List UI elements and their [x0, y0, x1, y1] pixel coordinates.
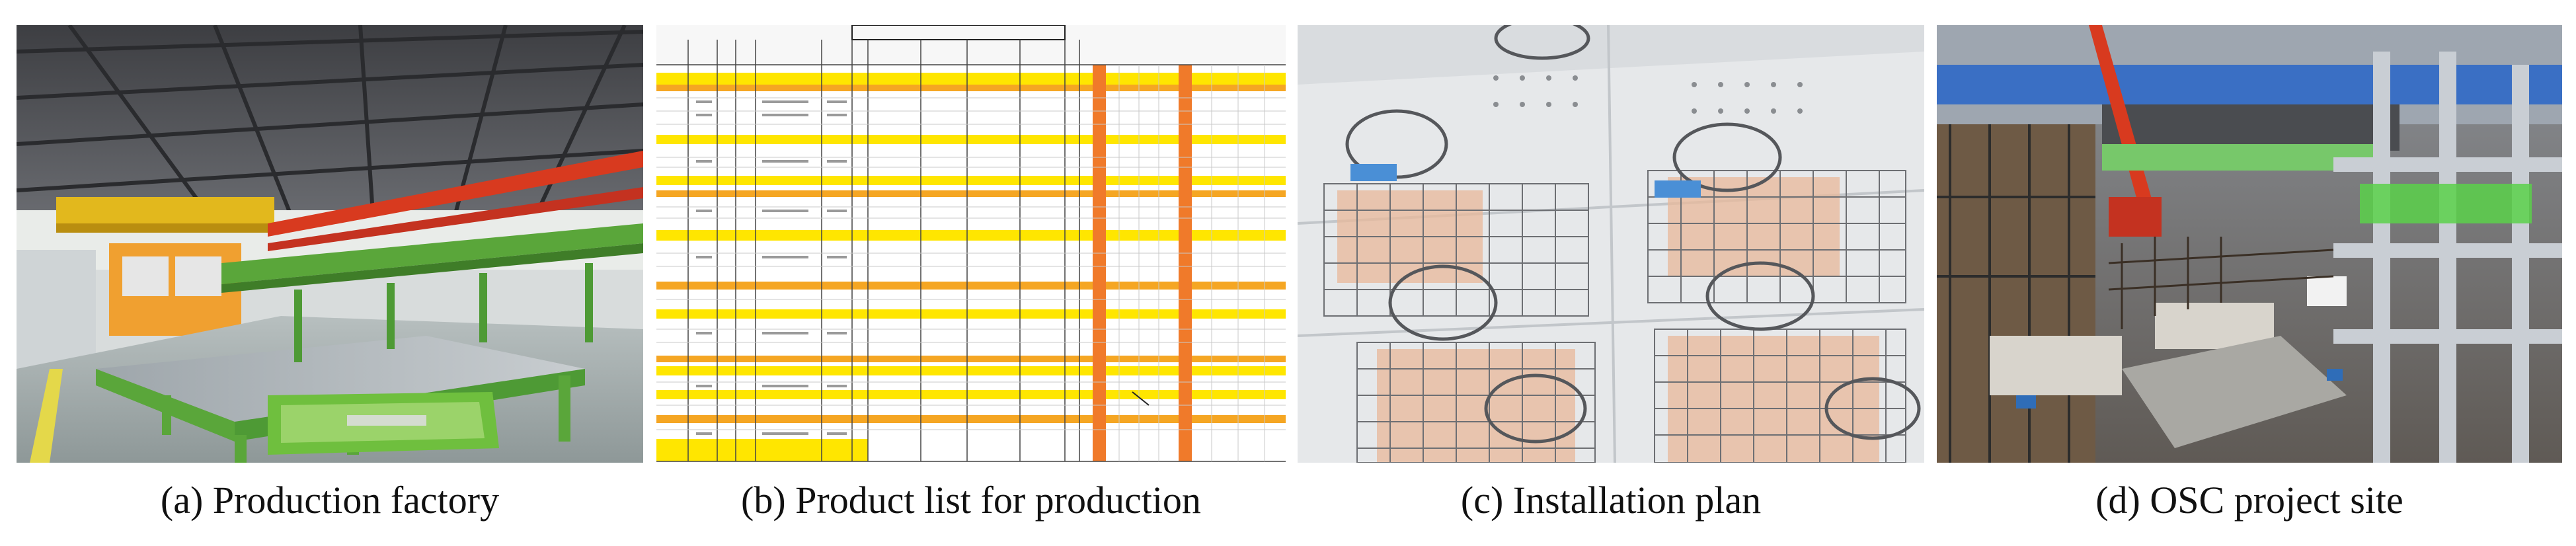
osc-project-site-photo: [1937, 25, 2562, 463]
caption-production-factory: (a) Production factory: [160, 479, 500, 522]
panel-product-list: [656, 25, 1286, 463]
caption-installation-plan: (c) Installation plan: [1460, 479, 1762, 522]
caption-product-list: (b) Product list for production: [741, 479, 1201, 522]
panel-production-factory: [17, 25, 643, 463]
panel-osc-project-site: [1937, 25, 2562, 463]
panel-installation-plan: [1298, 25, 1924, 463]
installation-plan-photo: [1298, 25, 1924, 463]
product-list-spreadsheet: [656, 25, 1286, 463]
caption-osc-project-site: (d) OSC project site: [2095, 479, 2403, 522]
production-factory-photo: [17, 25, 643, 463]
